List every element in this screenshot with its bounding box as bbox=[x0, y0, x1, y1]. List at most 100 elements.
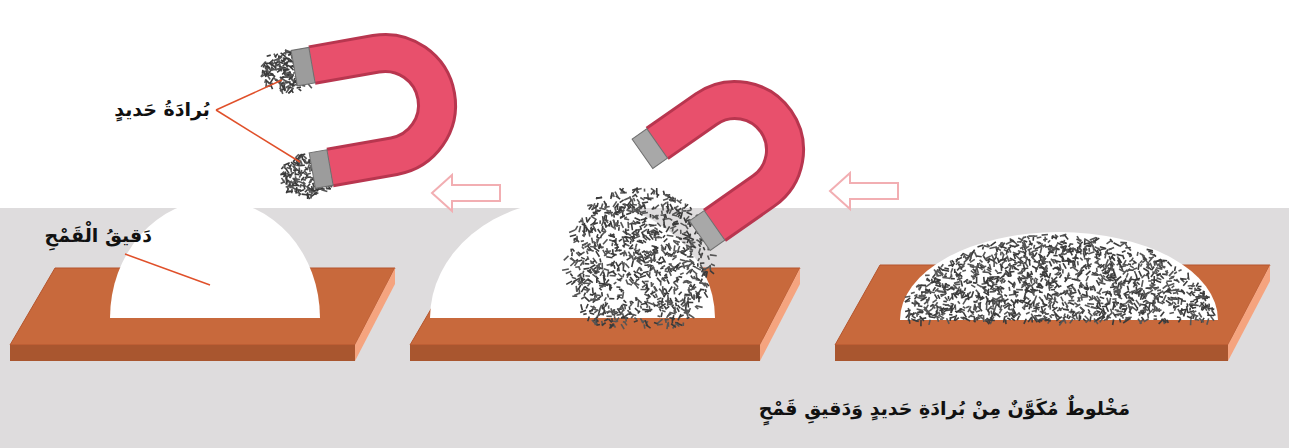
iron-filing bbox=[1029, 240, 1032, 245]
iron-filing bbox=[1142, 310, 1144, 314]
iron-filing bbox=[1022, 242, 1024, 246]
iron-filing bbox=[647, 231, 651, 234]
iron-filing bbox=[1019, 276, 1021, 280]
iron-filing bbox=[1137, 263, 1140, 270]
iron-filing bbox=[1068, 300, 1074, 302]
iron-filing bbox=[1016, 256, 1020, 260]
iron-filings bbox=[261, 50, 1215, 329]
iron-filing bbox=[1103, 278, 1107, 280]
iron-filing bbox=[1102, 273, 1106, 274]
iron-filing bbox=[1148, 308, 1150, 312]
iron-filing bbox=[1065, 302, 1068, 307]
iron-filing bbox=[1013, 263, 1017, 265]
iron-filing bbox=[935, 272, 939, 276]
iron-filing bbox=[1008, 308, 1011, 310]
iron-filing bbox=[1080, 283, 1083, 286]
iron-filing bbox=[963, 307, 966, 309]
iron-filing bbox=[1109, 279, 1114, 281]
iron-filing bbox=[1169, 271, 1173, 276]
iron-filing bbox=[1028, 317, 1031, 322]
iron-filing bbox=[640, 226, 641, 230]
iron-filing bbox=[1168, 298, 1173, 300]
iron-filing bbox=[1084, 240, 1086, 245]
iron-filing bbox=[970, 252, 972, 259]
iron-filing bbox=[672, 257, 676, 260]
iron-filing bbox=[1078, 314, 1080, 321]
iron-filing bbox=[1100, 297, 1105, 298]
iron-filing bbox=[1139, 311, 1140, 316]
iron-filing bbox=[1022, 282, 1027, 286]
iron-filing bbox=[1144, 307, 1145, 313]
iron-filing bbox=[1086, 291, 1088, 295]
iron-filing bbox=[1062, 302, 1064, 305]
iron-filing bbox=[1091, 307, 1097, 308]
iron-filing bbox=[963, 299, 966, 304]
iron-filing bbox=[1017, 316, 1019, 320]
iron-filing bbox=[995, 313, 999, 315]
iron-filing bbox=[584, 267, 590, 270]
iron-filing bbox=[1100, 302, 1103, 304]
iron-filing bbox=[1017, 300, 1022, 303]
iron-filing bbox=[1080, 307, 1084, 311]
iron-filing bbox=[938, 267, 943, 271]
iron-filing bbox=[667, 204, 669, 209]
iron-filing bbox=[983, 252, 985, 256]
iron-filing bbox=[659, 231, 662, 233]
iron-filing bbox=[656, 262, 661, 264]
iron-filing bbox=[916, 314, 918, 317]
iron-filing bbox=[1043, 317, 1046, 319]
iron-filing bbox=[943, 277, 950, 279]
iron-filing bbox=[994, 306, 996, 312]
iron-filing bbox=[1008, 275, 1012, 277]
iron-filing bbox=[962, 317, 967, 319]
iron-filing bbox=[986, 303, 988, 310]
iron-filing bbox=[1027, 236, 1029, 239]
iron-filing bbox=[947, 318, 950, 324]
iron-filing bbox=[1173, 292, 1177, 294]
iron-filing bbox=[1151, 285, 1155, 287]
iron-filing bbox=[1068, 273, 1069, 279]
iron-filing bbox=[623, 237, 624, 243]
iron-filing bbox=[1187, 273, 1189, 279]
iron-filing bbox=[967, 282, 972, 283]
iron-filing bbox=[1124, 310, 1126, 313]
iron-filing bbox=[1175, 289, 1177, 295]
iron-filing bbox=[1024, 282, 1027, 284]
iron-filing bbox=[954, 315, 956, 321]
iron-filing bbox=[1086, 276, 1088, 281]
iron-filing bbox=[1069, 247, 1071, 250]
iron-filing bbox=[1031, 271, 1032, 275]
iron-filing bbox=[665, 214, 666, 218]
iron-filing bbox=[1047, 298, 1052, 300]
iron-filing bbox=[1080, 295, 1083, 301]
iron-filing bbox=[1116, 287, 1120, 292]
iron-filing bbox=[1037, 264, 1040, 269]
iron-filing bbox=[1155, 259, 1161, 262]
iron-filing bbox=[938, 295, 940, 299]
iron-filing bbox=[1004, 301, 1006, 304]
iron-filing bbox=[1166, 282, 1168, 287]
iron-filing bbox=[1000, 246, 1006, 249]
iron-filing bbox=[1177, 316, 1181, 318]
iron-filing bbox=[932, 314, 937, 316]
iron-filing bbox=[924, 307, 929, 312]
iron-filing bbox=[1157, 289, 1161, 291]
iron-filing bbox=[1045, 320, 1051, 321]
iron-filing bbox=[1166, 320, 1169, 323]
iron-filing bbox=[1039, 255, 1042, 260]
iron-filing bbox=[1199, 313, 1202, 318]
iron-filing bbox=[1117, 294, 1120, 297]
iron-filing bbox=[1157, 274, 1161, 276]
iron-filing bbox=[624, 203, 626, 208]
iron-filing bbox=[1179, 270, 1182, 271]
iron-filing bbox=[1092, 245, 1095, 250]
iron-filing bbox=[1190, 300, 1194, 302]
iron-filing bbox=[1012, 282, 1014, 287]
iron-filing bbox=[1063, 309, 1069, 310]
iron-filing bbox=[1065, 235, 1069, 240]
iron-filing bbox=[1189, 308, 1191, 311]
iron-filing bbox=[1034, 253, 1037, 257]
iron-filing bbox=[607, 294, 608, 298]
iron-filing bbox=[1109, 248, 1114, 250]
iron-filing bbox=[1113, 305, 1114, 310]
